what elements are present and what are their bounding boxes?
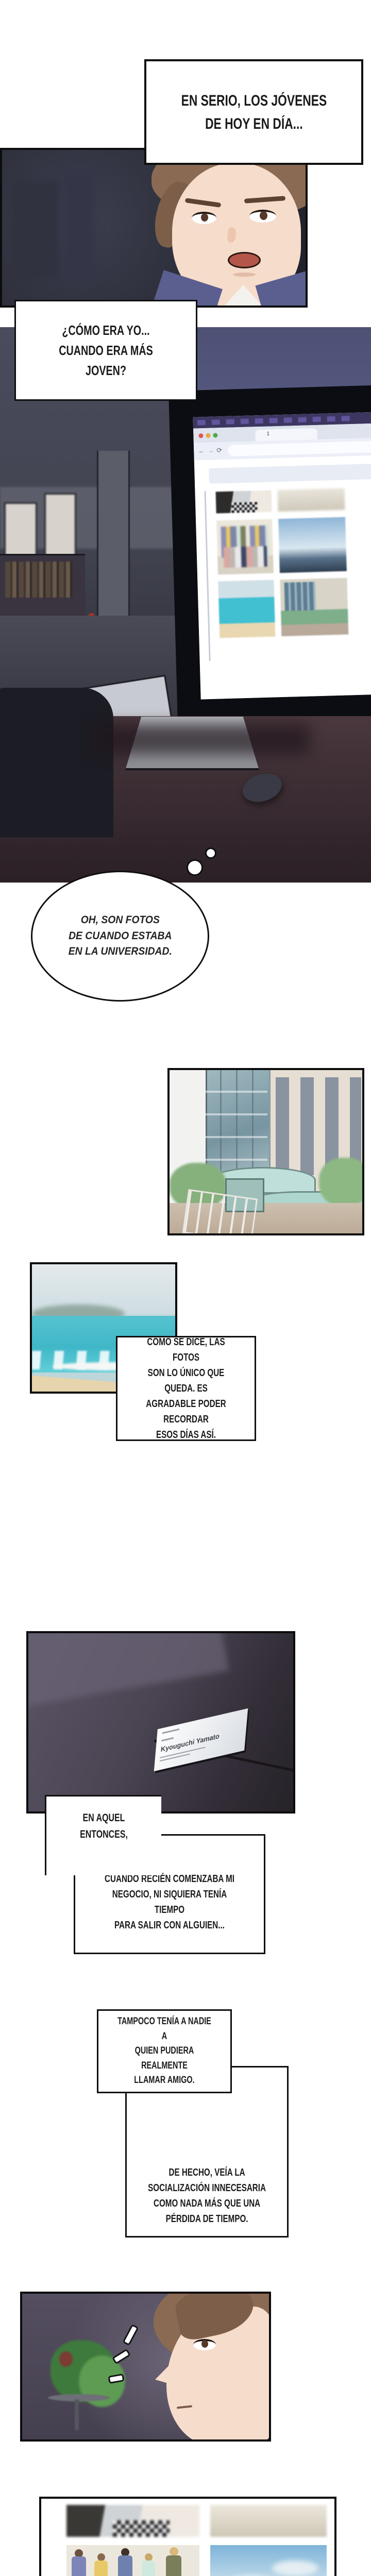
screen-photo-building	[280, 578, 349, 637]
cabinet-books	[5, 562, 72, 598]
person-body	[118, 2555, 132, 2576]
gallery-photo-sky	[210, 2545, 327, 2576]
campus-trees-right	[319, 1158, 362, 1207]
group-people-crouching	[223, 546, 267, 568]
traffic-zoom-icon	[213, 433, 218, 438]
thought-dot-small	[205, 848, 216, 859]
screen-photo-checkered-room	[215, 490, 272, 514]
person-head	[145, 2553, 153, 2561]
person-body	[166, 2555, 181, 2576]
narration-box-hecho-text: DE HECHO, VEÍA LA SOCIALIZACIÓN INNECESA…	[148, 2167, 266, 2225]
menubar-items	[197, 416, 352, 426]
panel-dark-office: 1 ← → ⟳	[0, 327, 371, 883]
narration-box-aquel-text: EN AQUEL ENTONCES,	[80, 1812, 128, 1840]
background-shelf	[12, 181, 59, 279]
person-head	[121, 2548, 129, 2556]
wall-frame-2	[44, 493, 76, 559]
narration-box-como-text: COMO SE DICE, LAS FOTOS SON LO ÚNICO QUE…	[146, 1336, 226, 1440]
checkered-floor	[231, 502, 258, 513]
person-body	[72, 2556, 86, 2576]
address-bar	[227, 440, 371, 456]
profile-iris	[201, 2340, 208, 2348]
card-subtitle	[161, 1737, 174, 1742]
narration-box-negocio: CUANDO RECIÉN COMENZABA MI NEGOCIO, NI S…	[74, 1834, 265, 1954]
traffic-minimize-icon	[206, 433, 211, 438]
thought-bubble-text: OH, SON FOTOS DE CUANDO ESTABA EN LA UNI…	[68, 914, 172, 958]
man-mouth	[228, 252, 261, 268]
panel-campus	[167, 1068, 364, 1235]
business-card: Kyouguchi Yamato	[154, 1708, 248, 1772]
speech-box-2-text: ¿CÓMO ERA YO... CUANDO ERA MÁS JOVEN?	[59, 322, 153, 378]
screen-photo-beach	[218, 580, 276, 638]
person-body	[94, 2561, 108, 2576]
back-icon: ←	[198, 447, 205, 455]
background-shelf	[64, 171, 95, 284]
emphasis-dash-2	[112, 2348, 131, 2365]
man-iris-left	[201, 213, 208, 222]
monitor: 1 ← → ⟳	[168, 385, 371, 726]
narration-box-hecho: DE HECHO, VEÍA LA SOCIALIZACIÓN INNECESA…	[125, 2066, 289, 2238]
gallery-photo-pale	[210, 2505, 327, 2537]
panel-man-closeup	[0, 148, 308, 308]
office-partition	[97, 451, 130, 621]
gallery-photo-group	[66, 2545, 199, 2576]
emphasis-dash-1	[122, 2324, 139, 2346]
person-head	[75, 2549, 83, 2557]
webpage-content	[194, 455, 371, 700]
plant-flower	[59, 2351, 73, 2367]
screen-photo-group	[216, 519, 274, 575]
screen-photo-pale	[277, 488, 345, 512]
office-chair-silhouette	[0, 688, 113, 837]
forward-icon: →	[207, 446, 214, 454]
thought-bubble: OH, SON FOTOS DE CUANDO ESTABA EN LA UNI…	[31, 871, 209, 1002]
narration-box-tampoco-text: TAMPOCO TENÍA A NADIE A QUIEN PUDIERA RE…	[117, 2016, 211, 2086]
webpage-side-rule	[204, 491, 211, 661]
plant-stand-leg	[75, 2399, 79, 2430]
person-head	[97, 2553, 105, 2561]
speech-box-2: ¿CÓMO ERA YO... CUANDO ERA MÁS JOVEN?	[14, 300, 197, 401]
profile-nose	[155, 2355, 179, 2386]
reload-icon: ⟳	[216, 446, 223, 454]
interior-checkered-floor	[113, 2520, 170, 2537]
desk-edge-highlight	[28, 1633, 229, 1708]
browser-tab-label: 1	[266, 431, 270, 437]
man-lip-shadow	[233, 273, 256, 277]
monitor-screen: 1 ← → ⟳	[193, 412, 371, 700]
gallery-photo-interior	[66, 2505, 199, 2537]
panel-business-card: Kyouguchi Yamato	[26, 1631, 295, 1814]
narration-box-negocio-text: CUANDO RECIÉN COMENZABA MI NEGOCIO, NI S…	[105, 1873, 234, 1931]
plant-table	[48, 2394, 110, 2401]
man-iris-right	[260, 211, 267, 220]
traffic-close-icon	[198, 433, 204, 438]
speech-box-1-text: EN SERIO, LOS JÓVENES DE HOY EN DÍA...	[181, 92, 327, 132]
card-logo	[162, 1728, 180, 1734]
person-head	[170, 2547, 178, 2556]
building-glass	[284, 582, 316, 611]
person-body	[142, 2561, 155, 2576]
narration-box-como: COMO SE DICE, LAS FOTOS SON LO ÚNICO QUE…	[116, 1336, 256, 1441]
desk-shadow	[93, 724, 309, 755]
cloud	[272, 2561, 318, 2576]
panel-photo-gallery	[39, 2497, 336, 2576]
screen-photo-sky	[278, 517, 347, 573]
webpage-header-band	[209, 463, 371, 484]
narration-box-tampoco: TAMPOCO TENÍA A NADIE A QUIEN PUDIERA RE…	[97, 2009, 232, 2093]
speech-box-1: EN SERIO, LOS JÓVENES DE HOY EN DÍA...	[144, 59, 363, 165]
panel-profile-face	[20, 2292, 271, 2442]
thought-dot-large	[187, 859, 203, 876]
narration-box-aquel: EN AQUEL ENTONCES,	[45, 1795, 161, 1875]
